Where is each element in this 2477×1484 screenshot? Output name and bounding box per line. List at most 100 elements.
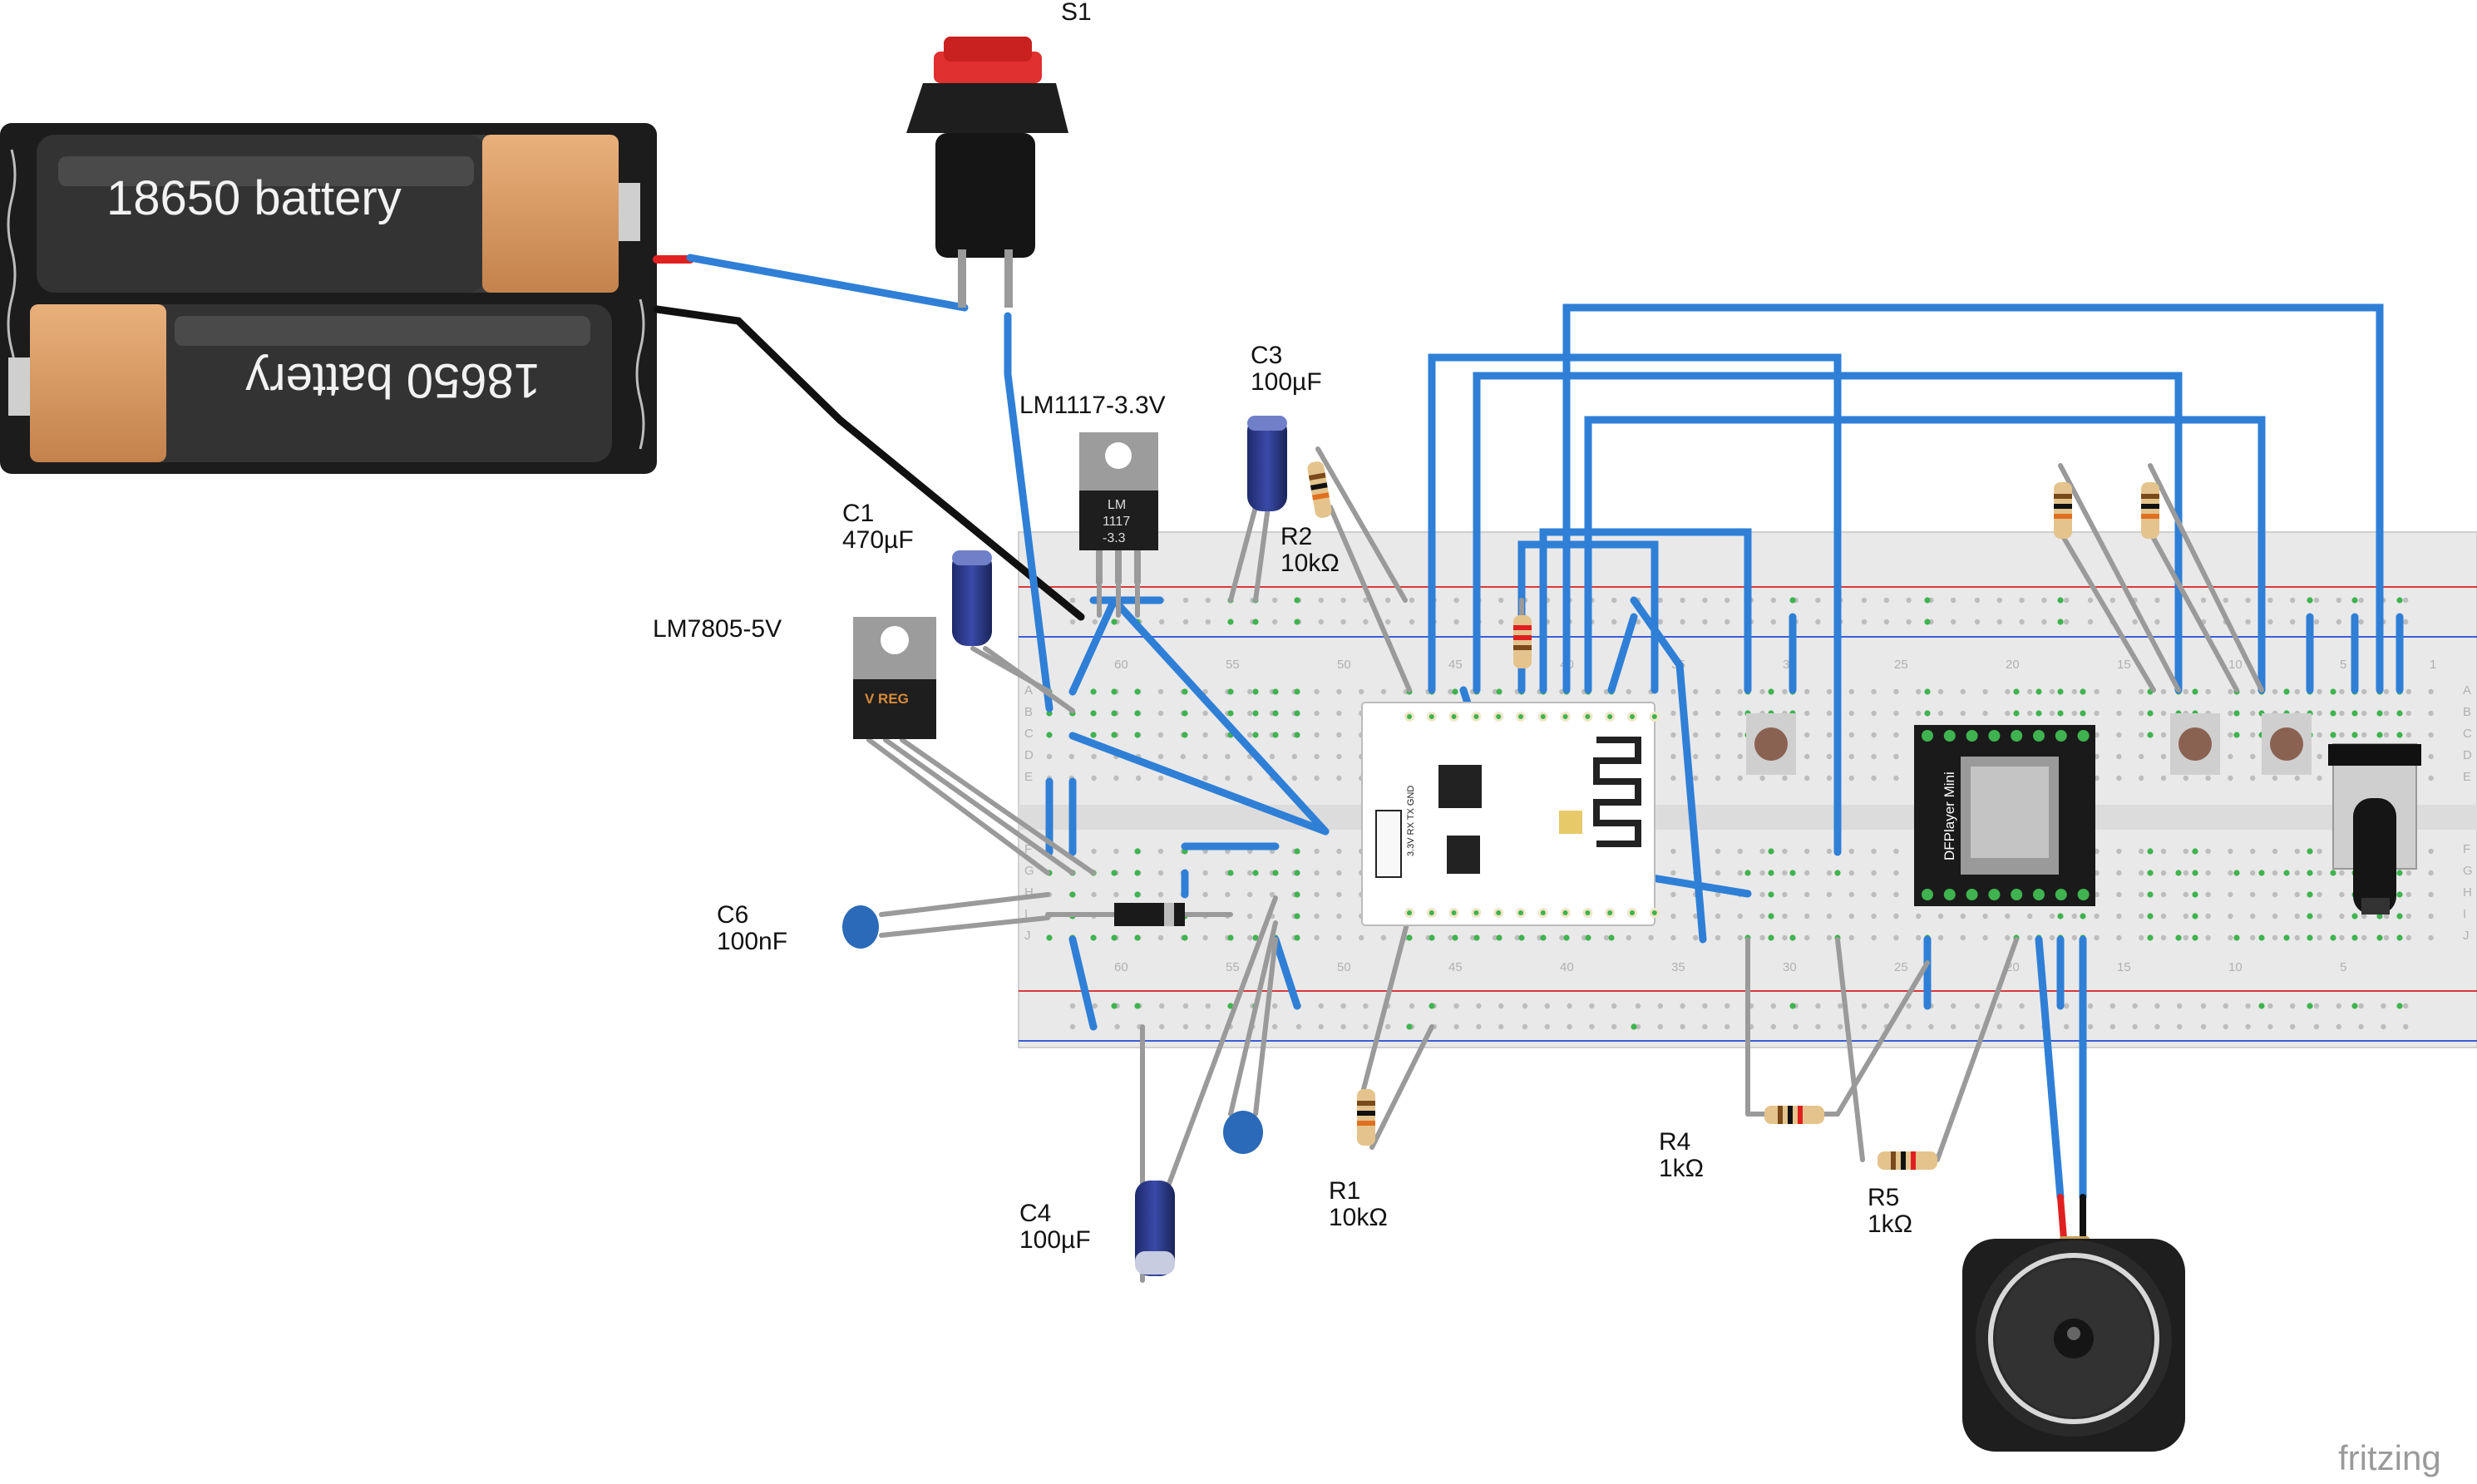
bb-hole [2317,732,2322,738]
bb-hole [1091,891,1097,898]
label-r4-name: R4 [1659,1128,1690,1156]
bb-hole [1826,913,1833,919]
bb-hole-used [2192,870,2198,876]
col-number: 15 [2117,960,2131,974]
bb-rail-hole [1635,1023,1641,1030]
esp-pin-hole [1518,910,1523,915]
bb-hole-used [1227,870,1234,876]
bb-hole [2071,934,2077,941]
bb-rail-hole [2223,597,2228,604]
bb-hole [2339,710,2345,717]
tactile-button-2[interactable] [2170,713,2220,775]
bb-hole-used [1496,688,1502,695]
bb-hole [1314,913,1320,919]
bb-hole-used [1046,934,1053,941]
bb-hole [1782,775,1788,781]
row-letter: G [2463,864,2473,878]
bb-rail-hole [1340,1023,1346,1030]
bb-rail-hole [1544,1023,1551,1030]
esp-pin-hole [1407,714,1412,719]
bb-hole [1715,891,1721,898]
bb-hole [1492,688,1498,695]
breadboard-row-letters: A B C D E F G H I J A B C D E F G H I J [1024,683,2473,943]
potentiometer[interactable] [2328,743,2421,915]
bb-hole [1893,753,1899,760]
bb-rail-hole [2019,1003,2025,1009]
bb-hole [1916,934,1922,941]
bb-rail-hole [2064,1003,2070,1009]
bb-hole-used [2147,710,2154,717]
bb-hole [2428,848,2434,855]
bb-hole [1960,934,1966,941]
bb-hole-used [1294,710,1300,717]
bb-hole [1804,753,1810,760]
bb-hole [1715,753,1721,760]
bb-hole-used [1090,688,1097,695]
bb-hole [1982,688,1988,695]
tactile-button-1[interactable] [1746,713,1796,775]
bb-hole [2250,732,2256,738]
dfplayer-pin [1966,889,1978,900]
bb-rail-hole [2200,597,2207,604]
bb-hole [1893,688,1899,695]
bb-hole-used [1046,710,1053,717]
bb-rail-hole [1589,1003,1595,1009]
bb-hole-used [2376,934,2383,941]
bb-rail-hole [1522,1003,1528,1009]
bb-rail-hole [1363,1003,1369,1009]
bb-rail-hole [1657,1023,1664,1030]
bb-hole [1715,934,1721,941]
bb-hole [2049,688,2055,695]
label-s1: S1 [1061,0,1092,26]
bb-rail-hole [1544,1003,1551,1009]
bb-hole [1982,913,1988,919]
bb-hole [2160,688,2167,695]
row-letter: F [2463,842,2470,856]
label-r2-name: R2 [1280,523,1312,550]
bb-hole [2428,913,2434,919]
row-letter: A [2463,683,2471,698]
bb-hole [1737,848,1743,855]
bb-hole [2428,753,2434,760]
bb-rail-hole [2245,1003,2251,1009]
bb-rail-hole [1272,1023,1278,1030]
bb-hole [1202,891,1208,898]
tactile-button-3[interactable] [2262,713,2312,775]
bb-hole [1804,848,1810,855]
dfplayer-pin [1988,730,2001,742]
esp-pin-hole [1407,910,1412,915]
bb-hole [2139,848,2144,855]
bb-hole-used [1111,934,1118,941]
bb-hole-used [2396,870,2403,876]
bb-rail-hole [1318,1023,1325,1030]
bb-hole [2383,688,2390,695]
resistor-r5: R5 1kΩ [1868,1151,1937,1238]
bb-hole [1091,775,1097,781]
bb-rail-hole [2245,619,2251,625]
bb-hole [1336,848,1342,855]
bb-hole [1670,710,1676,717]
bb-hole [2428,891,2434,898]
bb-hole [2116,710,2122,717]
bb-hole [2027,710,2033,717]
esp-pin-header-top [1404,712,1660,722]
bb-rail-hole-used [2307,597,2313,604]
bb-rail-hole [1159,1023,1165,1030]
dfplayer-pin [2077,889,2090,900]
bb-hole-used [2396,913,2403,919]
bb-hole-used [2147,848,2154,855]
bb-hole [1157,775,1164,781]
bb-hole [1848,775,1854,781]
bb-hole [2139,753,2144,760]
bb-rail-hole [1069,597,1076,604]
wire-bus-1 [1428,353,1842,856]
row-letter: I [2463,907,2466,921]
dfplayer-pin [1943,730,1956,742]
bb-hole [2094,934,2100,941]
wire-switch-to-bb [1004,312,1053,712]
bb-hole [2405,688,2411,695]
bb-hole-used [2376,732,2383,738]
bb-rail-hole [1815,1003,1821,1009]
antenna-icon [1593,737,1641,847]
bb-rail-hole [1928,1023,1934,1030]
